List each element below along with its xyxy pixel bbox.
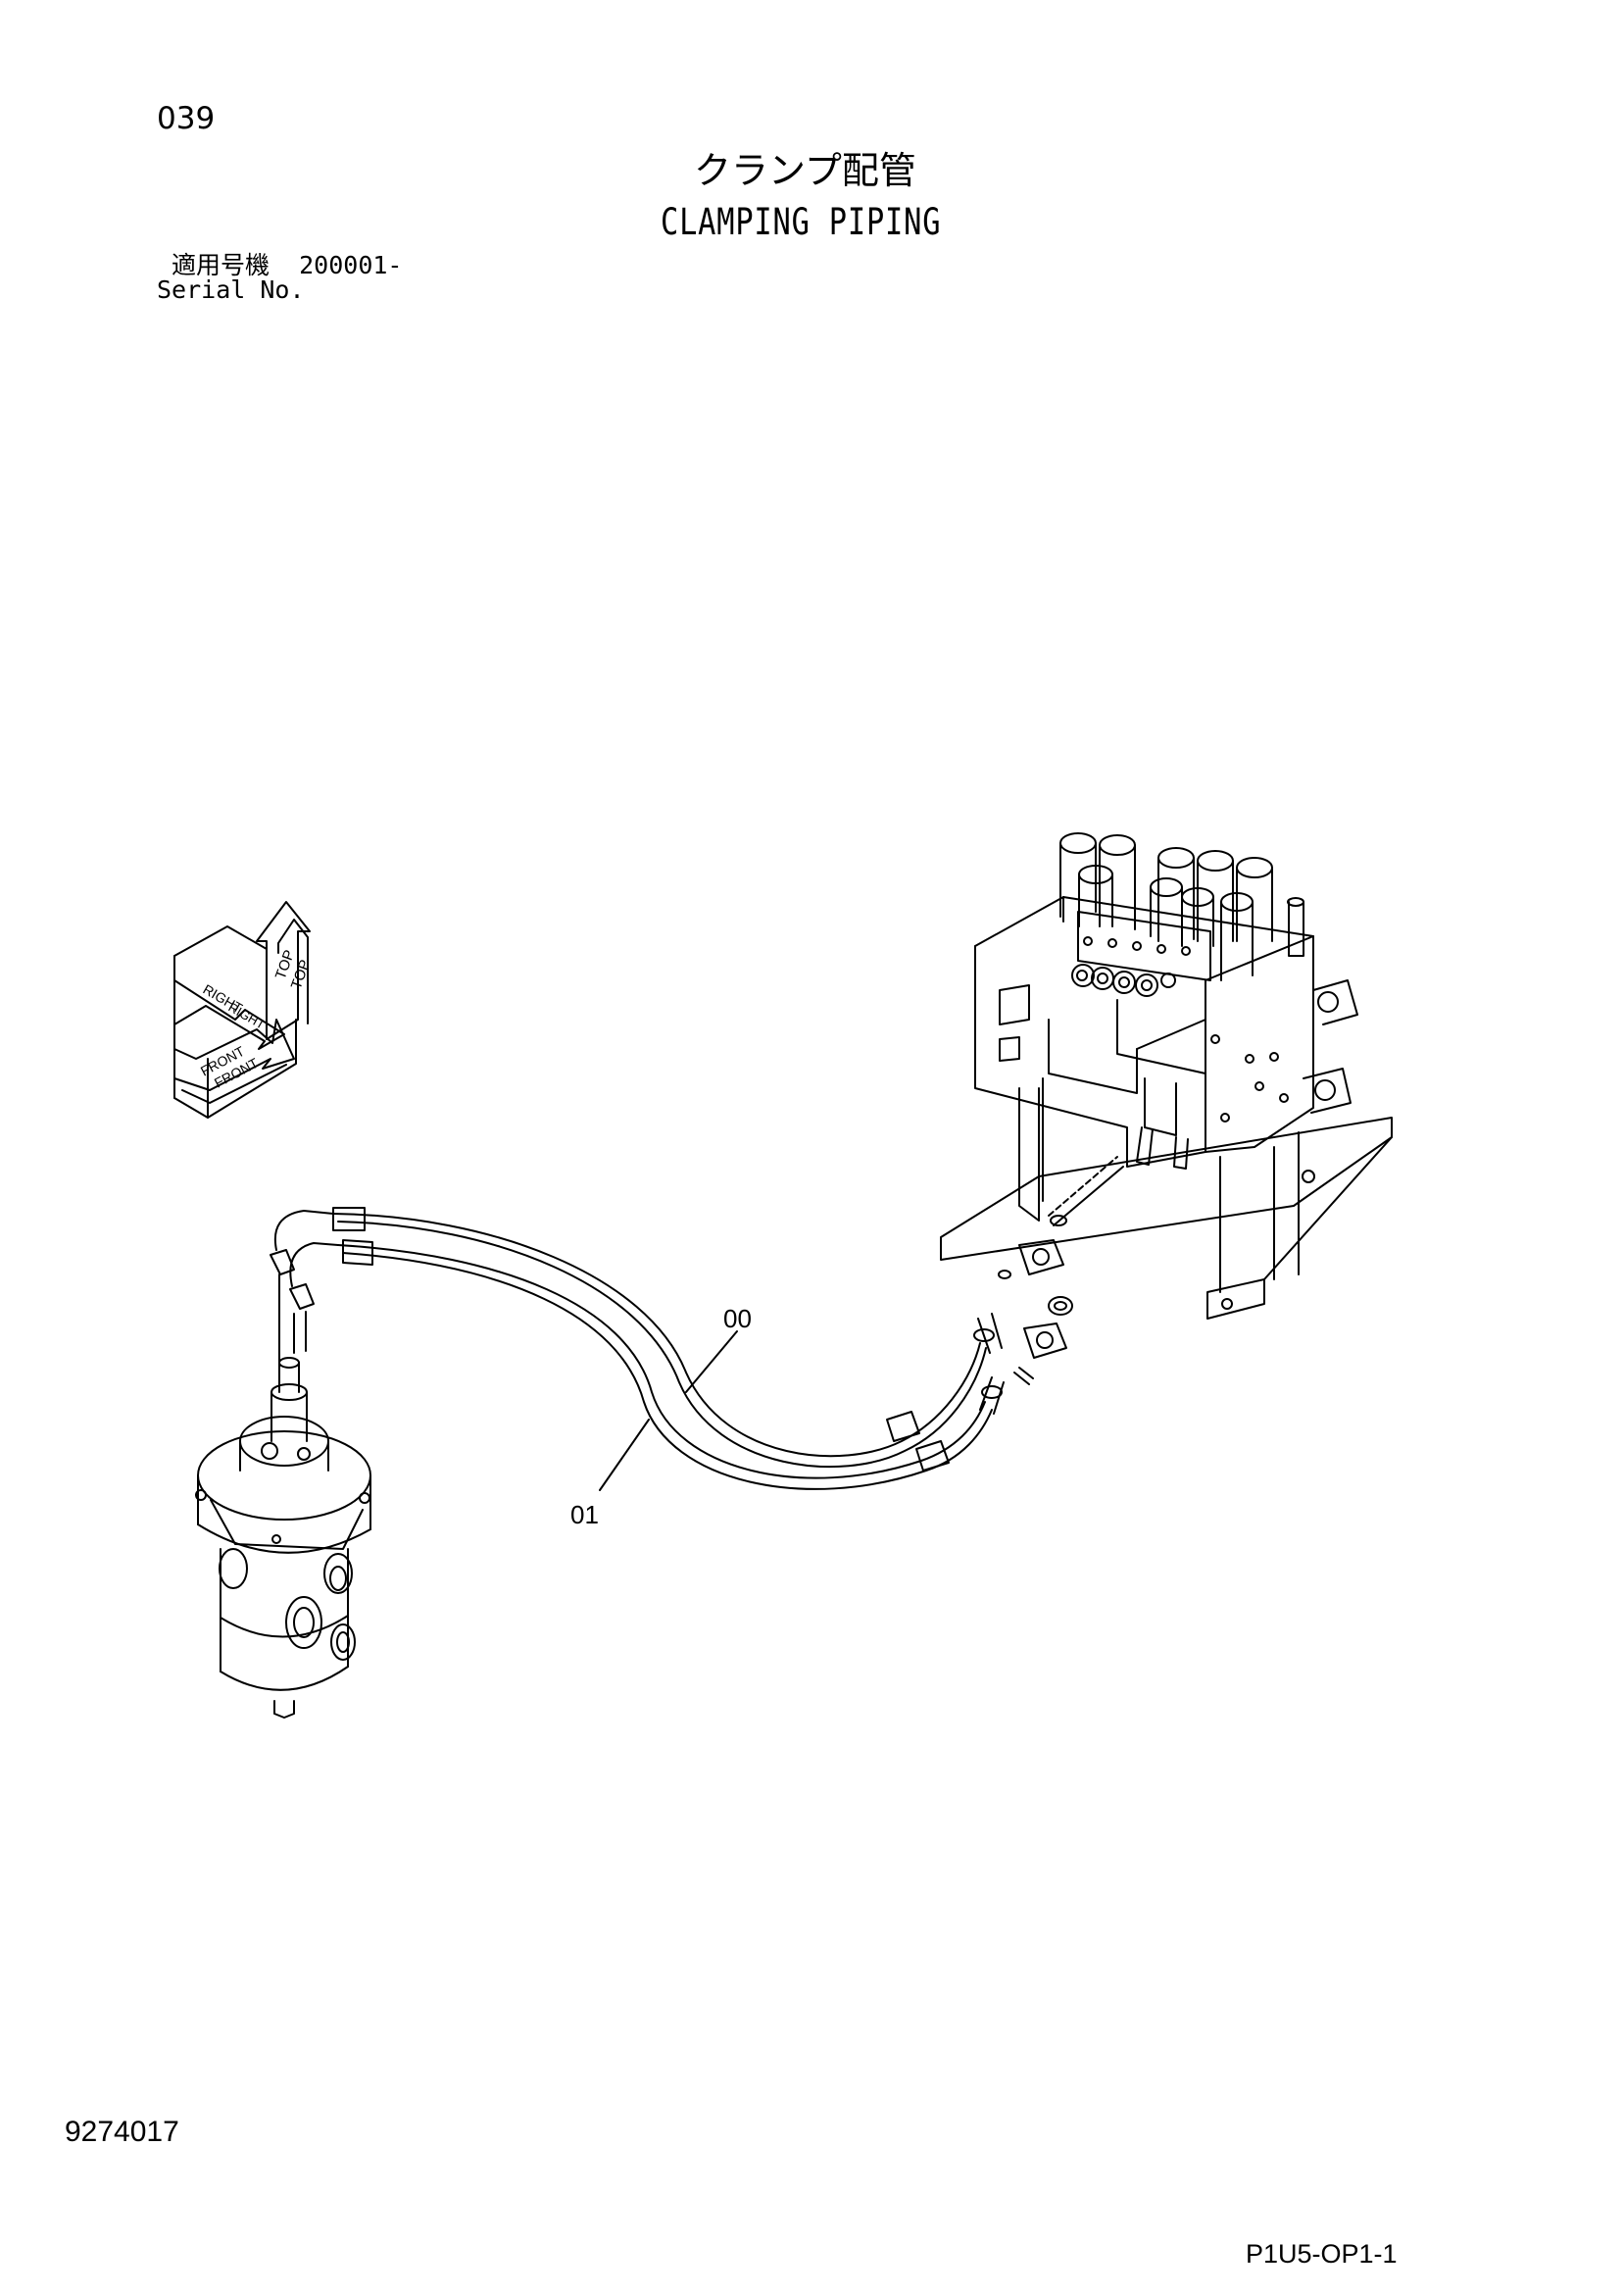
- cube-label-right-2: RIGHT: [226, 1000, 269, 1032]
- title-japanese: クランプ配管: [694, 149, 916, 192]
- swivel-joint: [195, 1357, 371, 1719]
- orientation-cube: TOP TOP RIGHT RIGHT FRONT FRONT: [173, 901, 314, 1119]
- callout-label-01: 01: [570, 1500, 599, 1529]
- serial-applicability: 適用号機 200001-: [172, 253, 402, 277]
- serial-label-jp: 適用号機: [172, 251, 270, 279]
- document-number: 9274017: [65, 2116, 179, 2148]
- callout-00: 00: [685, 1304, 752, 1393]
- sheet-code: P1U5-OP1-1: [1246, 2239, 1398, 2269]
- serial-value: 200001-: [299, 251, 403, 279]
- title-english: CLAMPING PIPING: [661, 201, 942, 243]
- callout-label-00: 00: [723, 1304, 752, 1333]
- control-valve-assembly: [940, 832, 1393, 1320]
- page-number: 039: [157, 101, 216, 136]
- serial-label-en: Serial No.: [157, 275, 305, 304]
- callout-01: 01: [570, 1419, 650, 1529]
- hose-assemblies: [270, 1156, 1124, 1490]
